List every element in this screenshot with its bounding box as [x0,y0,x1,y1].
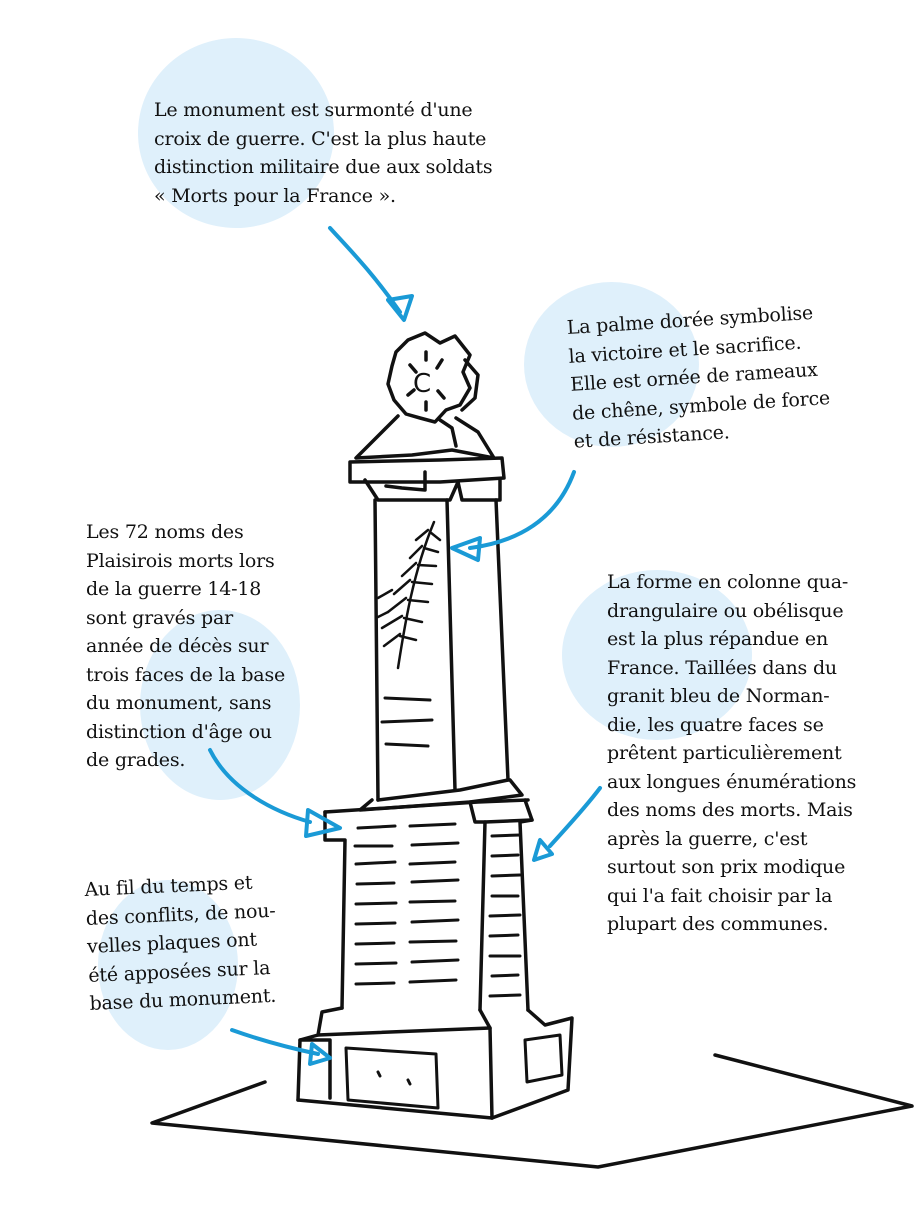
arrow-column [532,786,602,862]
cross-letter: C [413,369,431,399]
names-engraving-front [353,822,460,986]
ground-plane [150,1053,914,1169]
arrow-plaques [230,1028,332,1066]
annotation-bubble-palm [524,282,699,447]
arrow-names [208,748,342,838]
palm-icon [374,520,442,670]
war-cross-icon [386,331,480,448]
annotation-bubble-plaques [98,880,238,1050]
names-engraving-side [488,833,522,998]
monument-capital [348,414,506,502]
annotation-plaques: Au fil du temps et des conflits, de nou-… [84,871,277,1015]
annotation-column: La forme en colonne qua- drangulaire ou … [607,571,857,935]
shaft-inscription-lines [380,696,434,748]
arrow-cross [328,226,414,322]
monument-base [296,798,574,1120]
annotation-names: Les 72 noms des Plaisirois morts lors de… [86,521,286,771]
monument-shaft [358,498,524,812]
annotation-cross: Le monument est surmonté d'une croix de … [154,99,493,207]
annotation-palm: La palme dorée symbolise la victoire et … [566,301,831,453]
memorial-plaques [344,1033,564,1110]
arrow-palm [450,470,576,562]
annotation-bubble-cross [138,38,334,228]
annotation-bubble-column [562,570,752,740]
